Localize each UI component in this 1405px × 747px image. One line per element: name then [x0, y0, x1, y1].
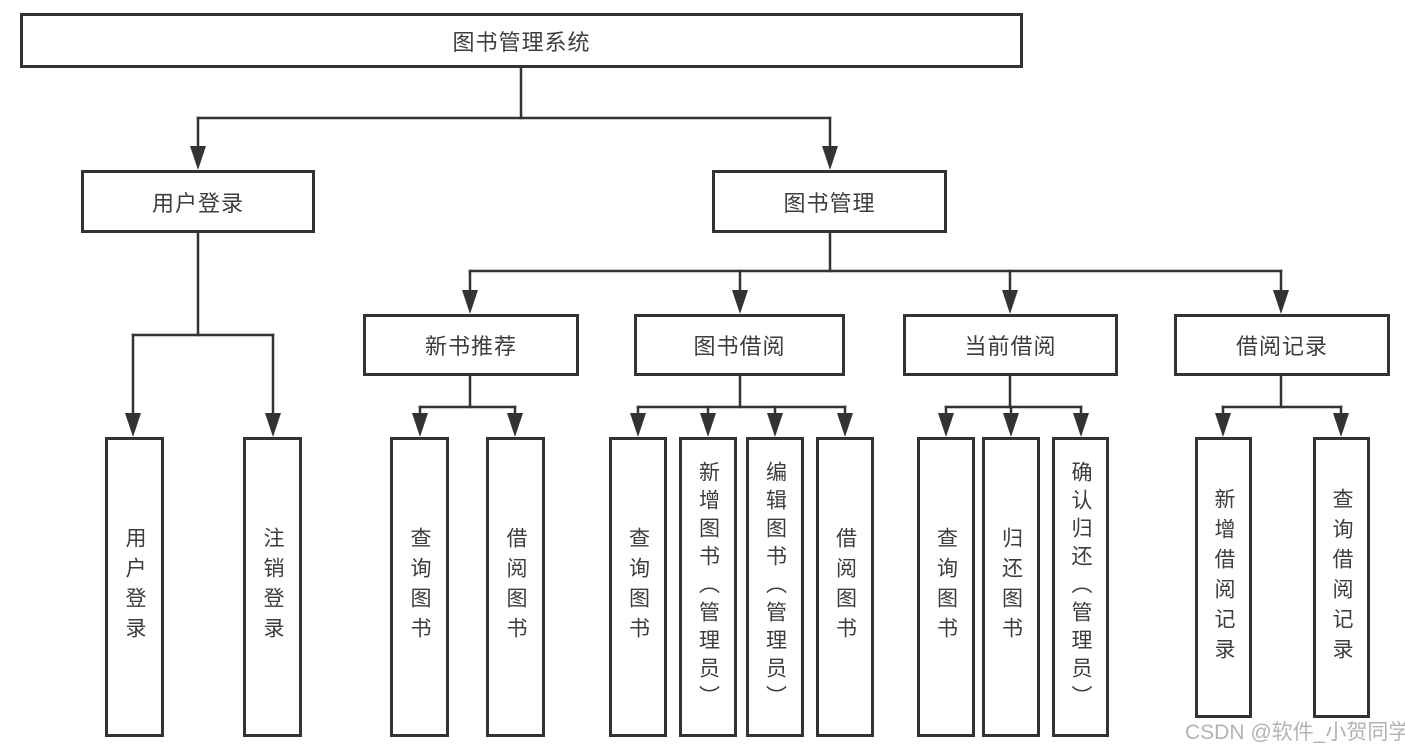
leaf-label: 查询图书	[934, 527, 958, 647]
arrowheads	[125, 146, 1349, 437]
leaf-edit-books-admin: 编辑图书（管理员）	[746, 437, 804, 737]
node-library-management-system: 图书管理系统	[20, 13, 1023, 68]
node-label: 借阅记录	[1235, 334, 1328, 359]
node-book-management: 图书管理	[712, 170, 947, 233]
node-label: 当前借阅	[964, 334, 1057, 359]
leaf-label: 借阅图书	[833, 527, 857, 647]
leaf-add-books-admin: 新增图书（管理员）	[679, 437, 737, 737]
node-new-book-recommendation: 新书推荐	[363, 314, 579, 376]
node-label: 图书管理系统	[452, 29, 591, 55]
leaf-search-borrow-record: 查询借阅记录	[1313, 437, 1370, 718]
leaf-search-books-current: 查询图书	[917, 437, 975, 737]
node-label: 图书管理	[783, 190, 876, 216]
node-book-borrowing: 图书借阅	[634, 314, 845, 376]
leaf-label: 确认归还（管理员）	[1069, 461, 1092, 713]
leaf-label: 查询图书	[626, 527, 650, 647]
leaf-label: 归还图书	[999, 527, 1023, 647]
node-current-borrowing: 当前借阅	[903, 314, 1118, 376]
node-label: 新书推荐	[424, 334, 517, 359]
node-label: 用户登录	[151, 190, 244, 216]
leaf-label: 新增借阅记录	[1212, 487, 1235, 668]
node-label: 图书借阅	[693, 334, 786, 359]
csdn-watermark: CSDN @软件_小贺同学	[1185, 721, 1405, 744]
leaf-add-borrow-record: 新增借阅记录	[1195, 437, 1252, 718]
node-user-login: 用户登录	[81, 170, 315, 233]
leaf-logout: 注销登录	[243, 437, 302, 737]
leaf-label: 查询图书	[408, 527, 431, 647]
leaf-label: 注销登录	[261, 527, 284, 647]
leaf-borrow-books-recommendation: 借阅图书	[486, 437, 545, 737]
leaf-confirm-return-admin: 确认归还（管理员）	[1052, 437, 1109, 737]
leaf-label: 编辑图书（管理员）	[763, 461, 787, 713]
leaf-label: 借阅图书	[504, 527, 527, 647]
node-borrowing-records: 借阅记录	[1174, 314, 1390, 376]
leaf-search-books-borrowing: 查询图书	[609, 437, 667, 737]
leaf-borrow-books: 借阅图书	[816, 437, 874, 737]
leaf-search-books-recommendation: 查询图书	[390, 437, 449, 737]
leaf-label: 新增图书（管理员）	[696, 461, 720, 713]
leaf-label: 用户登录	[123, 527, 146, 647]
leaf-label: 查询借阅记录	[1330, 487, 1353, 668]
leaf-user-login: 用户登录	[105, 437, 164, 737]
leaf-return-books: 归还图书	[982, 437, 1040, 737]
